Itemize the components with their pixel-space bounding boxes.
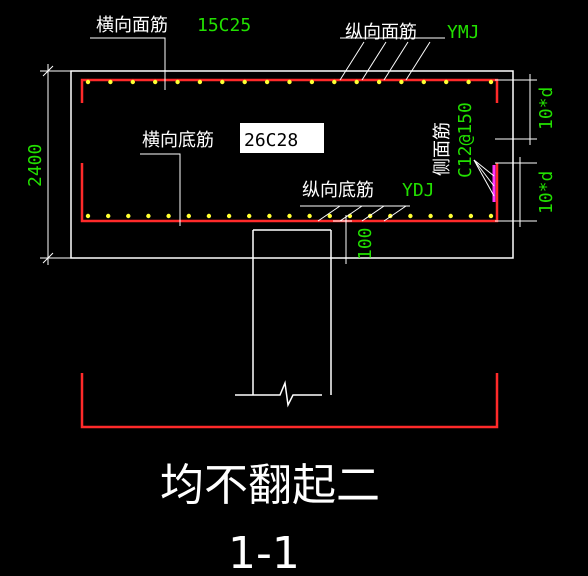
dim-anchor-top	[495, 74, 537, 145]
rebar-dot	[106, 213, 111, 219]
side-bars-label: 侧面筋	[432, 122, 453, 176]
rebar-dot	[354, 79, 359, 85]
side-bars-value: C12@150	[455, 102, 476, 178]
rebar-dot	[468, 213, 474, 219]
pile-cap-outline	[70, 70, 514, 259]
rebar-dot	[399, 79, 404, 85]
rebar-dot	[206, 213, 212, 219]
pile-rebar	[80, 373, 499, 429]
rebar-dot	[175, 79, 180, 85]
rebar-dot	[428, 213, 433, 219]
rebar-dot	[108, 79, 113, 85]
dim-cover	[333, 215, 352, 264]
rebar-dot	[488, 213, 494, 219]
rebar-dot	[220, 79, 225, 85]
section-title: 1-1	[228, 528, 300, 576]
break-line	[235, 380, 322, 408]
dim-anchor-top-text: 10*d	[536, 87, 557, 130]
bottom-longitudinal-label: 纵向底筋	[302, 180, 374, 201]
rebar-dot	[466, 79, 471, 85]
rebar-dot	[307, 213, 312, 219]
rebar-dot	[327, 213, 332, 219]
top-transverse-value: 15C25	[197, 15, 251, 36]
dim-height	[40, 64, 72, 265]
rebar-dot	[226, 213, 232, 219]
bottom-bar-dots	[85, 213, 494, 219]
rebar-dot	[146, 213, 151, 219]
top-bar-dots	[85, 79, 494, 85]
dim-height-text: 2400	[25, 144, 46, 187]
dim-anchor-bottom	[495, 157, 537, 227]
rebar-dot	[488, 79, 494, 85]
rebar-dot	[85, 213, 91, 219]
bottom-transverse-label: 横向底筋	[142, 130, 214, 151]
rebar-dot	[166, 213, 171, 219]
rebar-dot	[267, 213, 272, 219]
rebar-dot	[444, 79, 449, 85]
rebar-dot	[153, 79, 158, 85]
rebar-dot	[376, 79, 382, 85]
dim-anchor-bottom-text: 10*d	[536, 171, 557, 214]
top-longitudinal-label: 纵向面筋	[345, 22, 417, 43]
bottom-longitudinal-value: YDJ	[402, 180, 435, 201]
rebar-dot	[85, 79, 91, 85]
main-title: 均不翻起二	[160, 460, 380, 511]
rebar-dot	[421, 79, 426, 85]
rebar-dot	[309, 79, 315, 85]
value-box	[240, 123, 324, 153]
column	[235, 229, 332, 408]
rebar-dot	[126, 213, 131, 219]
top-longitudinal-value: YMJ	[447, 22, 480, 43]
rebar-dot	[448, 213, 453, 219]
dim-cover-text: 100	[355, 227, 376, 260]
rebar-dot	[130, 79, 135, 85]
rebar-dot	[186, 213, 191, 219]
rebar-dot	[242, 79, 247, 85]
rebar-dot	[287, 213, 292, 219]
rebar-dot	[247, 213, 252, 219]
bottom-transverse-value: 26C28	[244, 130, 298, 151]
rebar-dot	[197, 79, 203, 85]
top-transverse-label: 横向面筋	[96, 15, 168, 36]
leader-lines	[90, 37, 495, 226]
rebar-dot	[287, 79, 292, 85]
rebar-dot	[264, 79, 270, 85]
rebar-dot	[332, 79, 337, 85]
rebar-dot	[408, 213, 413, 219]
